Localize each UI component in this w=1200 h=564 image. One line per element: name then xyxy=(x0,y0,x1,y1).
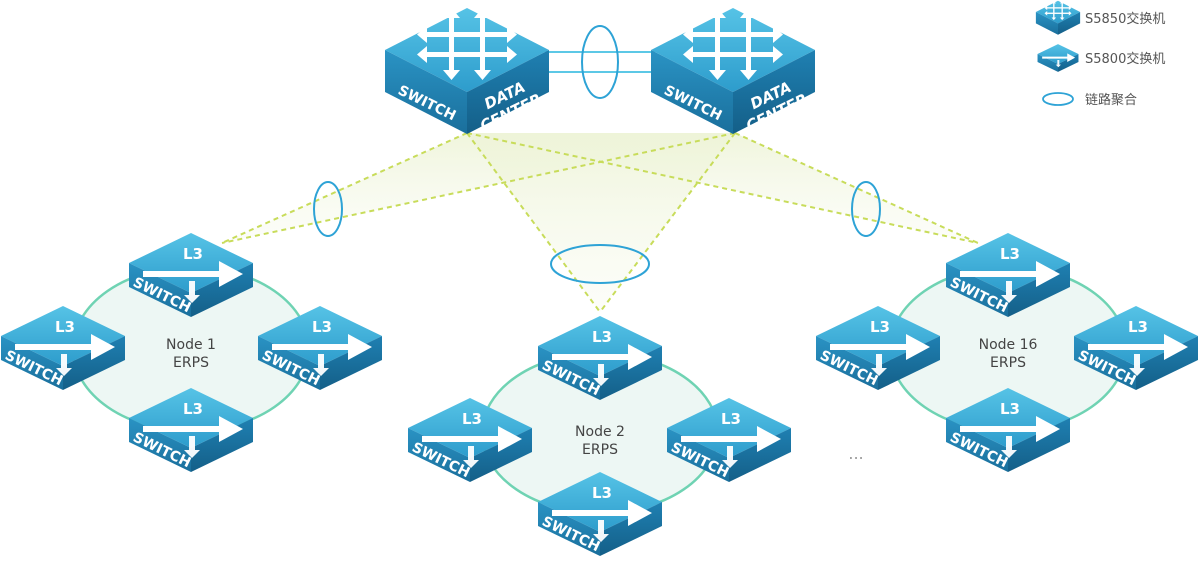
core-switch-icon xyxy=(1035,0,1081,35)
switch-l3-label: L3 xyxy=(1128,318,1148,336)
core-switch-left[interactable]: SWITCH DATA CENTER xyxy=(385,8,549,135)
link-aggregation-node16 xyxy=(851,181,881,237)
uplink-beam-center xyxy=(467,133,735,312)
switch-l3-label: L3 xyxy=(721,410,741,428)
switch-l3-label: L3 xyxy=(1000,400,1020,418)
legend: S5850交换机 S5800交换机 链路聚合 xyxy=(1035,0,1165,108)
switch-l3-label: L3 xyxy=(312,318,332,336)
link-aggregation-node2 xyxy=(550,244,650,284)
switch-l3-label: L3 xyxy=(870,318,890,336)
link-aggregation-node1 xyxy=(313,181,343,237)
uplink-line xyxy=(466,132,979,244)
core-switch-right[interactable]: SWITCH DATA CENTER xyxy=(651,8,815,135)
switch-l3-label: L3 xyxy=(592,328,612,346)
uplink-line xyxy=(466,132,601,313)
more-nodes-ellipsis: ... xyxy=(848,444,863,463)
node16-protocol: ERPS xyxy=(990,355,1026,371)
node1-protocol: ERPS xyxy=(173,355,209,371)
uplink-line xyxy=(599,132,736,313)
switch-l3-label: L3 xyxy=(55,318,75,336)
uplink-line xyxy=(221,132,736,244)
l3-switch-icon xyxy=(1037,44,1079,72)
legend-label-aggregation: 链路聚合 xyxy=(1085,92,1137,108)
legend-label-s5850: S5850交换机 xyxy=(1085,11,1165,27)
switch-l3-label: L3 xyxy=(592,484,612,502)
node1-name: Node 1 xyxy=(166,337,216,353)
switch-l3-label: L3 xyxy=(1000,245,1020,263)
link-aggregation-icon xyxy=(1042,92,1074,106)
switch-l3-label: L3 xyxy=(183,400,203,418)
node2-protocol: ERPS xyxy=(582,442,618,458)
node2-name: Node 2 xyxy=(575,424,625,440)
link-aggregation-core xyxy=(581,25,619,99)
switch-l3-label: L3 xyxy=(462,410,482,428)
legend-label-s5800: S5800交换机 xyxy=(1085,51,1165,67)
node16-name: Node 16 xyxy=(979,337,1038,353)
switch-l3-label: L3 xyxy=(183,245,203,263)
